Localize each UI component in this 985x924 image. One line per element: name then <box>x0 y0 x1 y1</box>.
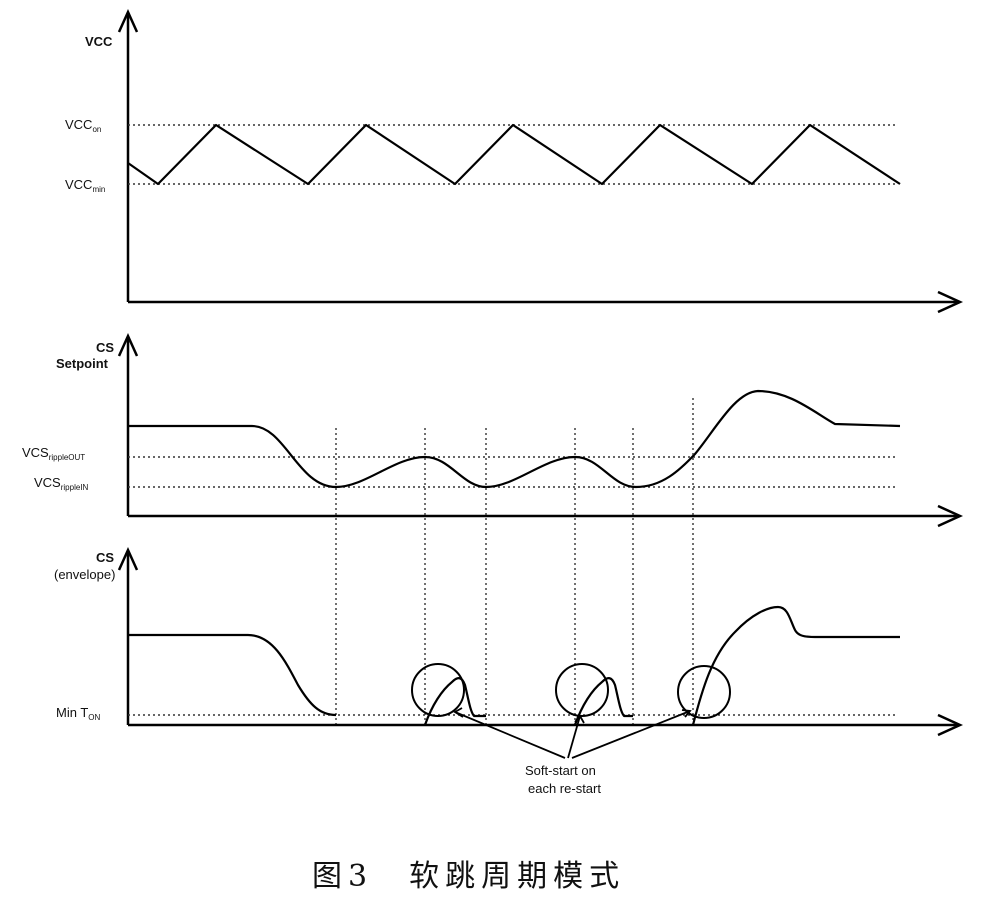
cs-envelope-main-waveform <box>128 633 337 717</box>
cs-envelope-axis-label-line1: CS <box>96 550 114 565</box>
soft-start-burst-1 <box>423 677 486 726</box>
soft-start-circle-3 <box>677 665 731 719</box>
annotation-pointer-2 <box>567 715 581 759</box>
cs-envelope-panel: CS (envelope) Min TON <box>54 546 964 737</box>
cs-envelope-axis-label-line2: (envelope) <box>54 567 115 582</box>
annotation-pointer-3-head <box>681 709 692 718</box>
cs-setpoint-axis-label-line1: CS <box>96 340 114 355</box>
annotation-pointer-3 <box>571 710 691 759</box>
vcc-x-arrowhead <box>937 290 964 314</box>
vcc-y-arrowhead <box>117 8 139 33</box>
vcs-ripple-out-label: VCSrippleOUT <box>22 445 85 462</box>
annotation-pointer-2-head <box>574 714 585 724</box>
soft-start-annotation: Soft-start on each re-start <box>453 707 692 796</box>
vcc-on-label: VCCon <box>65 117 101 134</box>
annotation-pointer-1 <box>454 711 566 759</box>
soft-start-circle-1 <box>411 663 465 717</box>
cs-setpoint-waveform <box>128 389 901 489</box>
cs-envelope-x-arrowhead <box>937 713 964 737</box>
soft-start-circle-2 <box>555 663 609 717</box>
annotation-line-2: each re-start <box>528 781 601 796</box>
cs-setpoint-axis-label-line2: Setpoint <box>56 356 109 371</box>
cs-setpoint-panel: CS Setpoint VCSrippleOUT VCSrippleIN <box>22 332 964 528</box>
vcc-panel: VCC VCCon VCCmin <box>65 8 964 314</box>
cs-envelope-y-arrowhead <box>117 546 139 571</box>
figure-caption: 图3 软跳周期模式 <box>312 859 625 894</box>
min-ton-label: Min TON <box>56 705 100 722</box>
timing-markers <box>335 398 694 724</box>
vcc-axis-label: VCC <box>85 34 113 49</box>
soft-start-burst-2 <box>573 677 633 726</box>
vcs-ripple-in-label: VCSrippleIN <box>34 475 89 492</box>
annotation-line-1: Soft-start on <box>525 763 596 778</box>
vcc-waveform <box>127 123 901 186</box>
cs-setpoint-x-arrowhead <box>937 504 964 528</box>
annotation-pointer-1-head <box>453 707 464 718</box>
cs-setpoint-y-arrowhead <box>117 332 139 357</box>
vcc-min-label: VCCmin <box>65 177 105 194</box>
